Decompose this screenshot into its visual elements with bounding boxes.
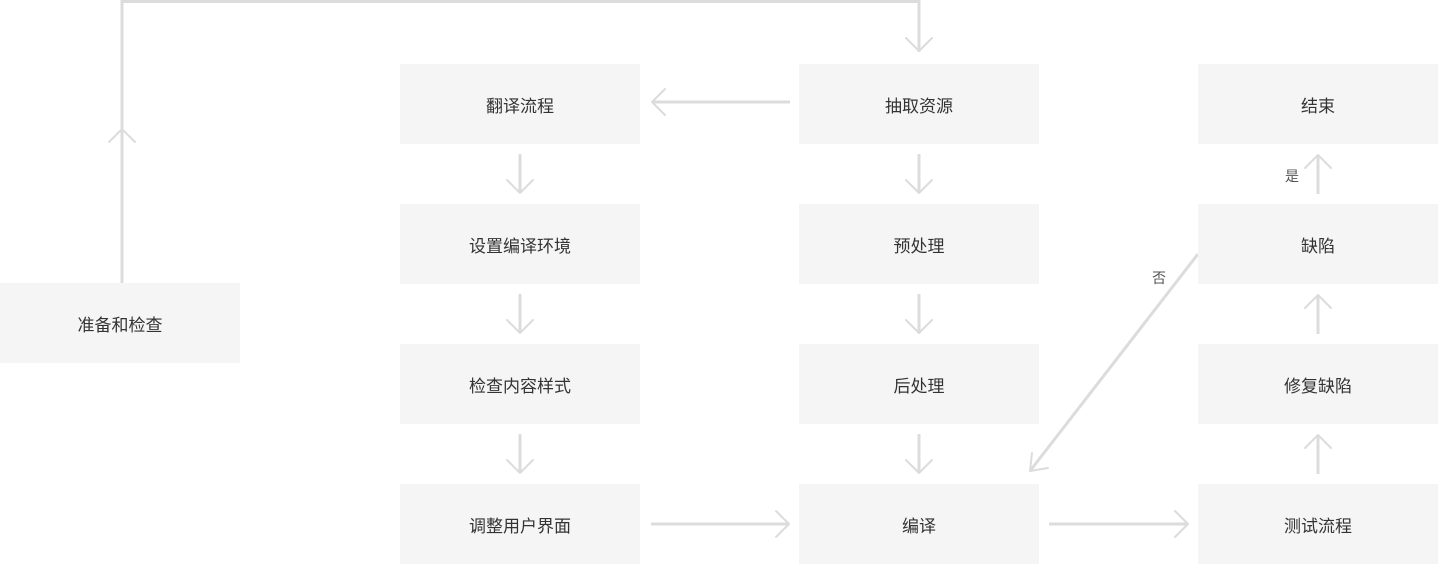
node-label: 准备和检查	[77, 315, 163, 336]
node-label: 结束	[1301, 96, 1335, 117]
connector-adjust-to-compile	[651, 510, 790, 538]
connector-translate-to-setup	[506, 154, 534, 194]
connector-test-to-fix	[1304, 434, 1332, 474]
node-label: 抽取资源	[885, 96, 953, 117]
node-label: 检查内容样式	[469, 376, 571, 397]
node-end: 结束	[1198, 64, 1438, 144]
arrowhead-left	[651, 88, 666, 116]
node-label: 缺陷	[1301, 236, 1335, 257]
connector-extract-to-preprocess	[905, 154, 933, 194]
connector-setup-to-check	[506, 294, 534, 334]
node-compile: 编译	[799, 484, 1039, 564]
connector-prepare-to-extract	[108, 0, 933, 283]
node-label: 编译	[902, 516, 936, 537]
node-test-flow: 测试流程	[1198, 484, 1438, 564]
connector-defect-to-end	[1304, 154, 1332, 194]
edge-label-yes: 是	[1285, 169, 1299, 185]
node-extract-resources: 抽取资源	[799, 64, 1039, 144]
connector-postprocess-to-compile	[905, 434, 933, 474]
connector-fix-to-defect	[1304, 294, 1332, 334]
arrowhead-up	[108, 128, 136, 143]
node-label: 调整用户界面	[469, 516, 571, 537]
node-label: 翻译流程	[486, 96, 554, 117]
node-translate-flow: 翻译流程	[400, 64, 640, 144]
node-setup-env: 设置编译环境	[400, 204, 640, 284]
node-preprocess: 预处理	[799, 204, 1039, 284]
node-prepare-check: 准备和检查	[0, 283, 240, 363]
connector-defect-to-compile	[1028, 253, 1200, 472]
node-label: 设置编译环境	[469, 236, 571, 257]
node-label: 测试流程	[1284, 516, 1352, 537]
node-label: 修复缺陷	[1284, 376, 1352, 397]
connector-preprocess-to-postprocess	[905, 294, 933, 334]
node-defect: 缺陷	[1198, 204, 1438, 284]
edge-label-no: 否	[1152, 271, 1166, 287]
node-postprocess: 后处理	[799, 344, 1039, 424]
node-label: 预处理	[893, 236, 945, 257]
connector-check-to-adjust	[506, 434, 534, 474]
node-label: 后处理	[893, 376, 945, 397]
node-adjust-ui: 调整用户界面	[400, 484, 640, 564]
node-fix-defect: 修复缺陷	[1198, 344, 1438, 424]
arrowhead-down	[905, 37, 933, 52]
node-check-style: 检查内容样式	[400, 344, 640, 424]
connector-extract-to-translate	[651, 88, 790, 116]
connector-compile-to-test	[1049, 510, 1189, 538]
